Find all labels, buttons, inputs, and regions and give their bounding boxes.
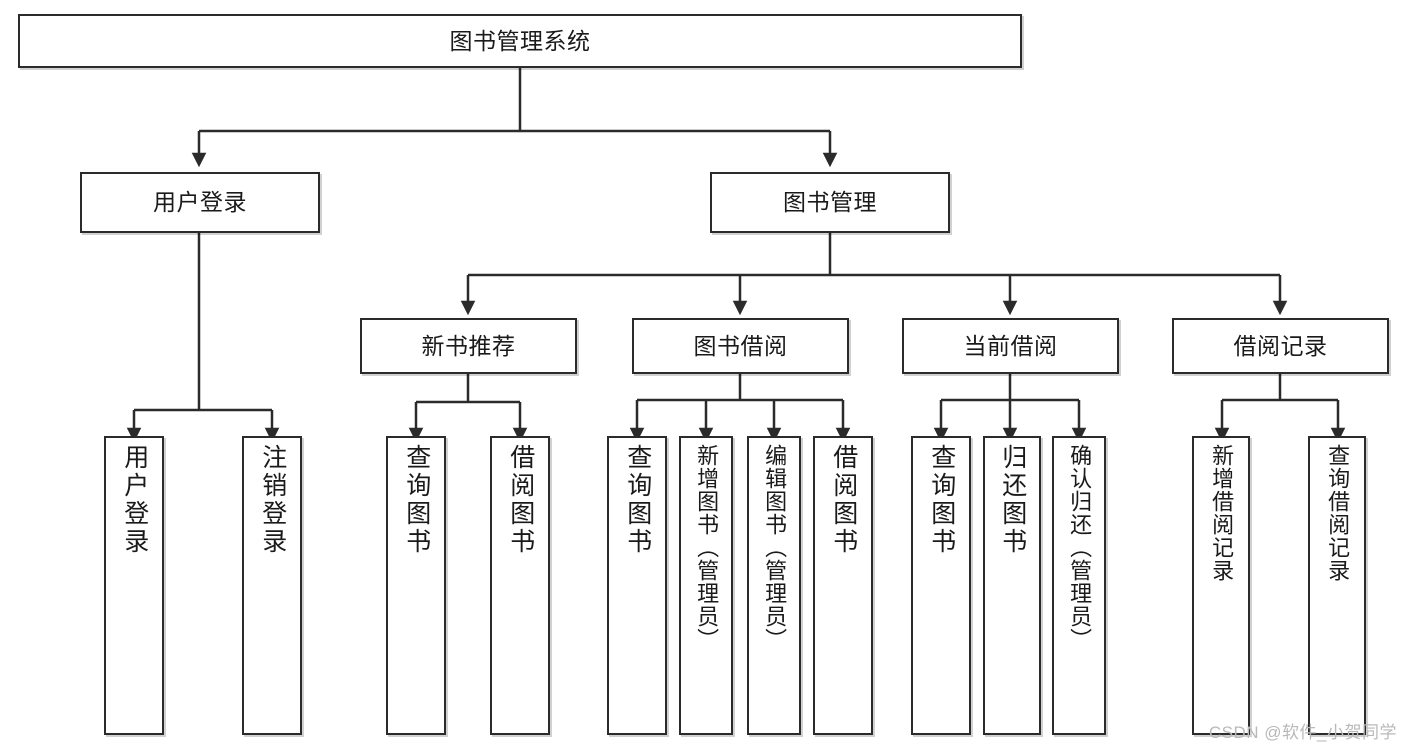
node-book-borrow-label: 图书借阅 [693, 332, 788, 359]
leaf-add-borrow-record[interactable]: 新增借阅记录 [1192, 436, 1250, 735]
leaf-return-book[interactable]: 归还图书 [983, 436, 1041, 735]
leaf-logout-login[interactable]: 注销登录 [242, 436, 302, 735]
leaf-add-borrow-record-label: 新增借阅记录 [1209, 444, 1235, 582]
leaf-edit-book-label: 编辑图书（管理员） [762, 444, 788, 651]
leaf-query-book-1[interactable]: 查询图书 [386, 436, 446, 735]
leaf-query-borrow-record[interactable]: 查询借阅记录 [1308, 436, 1366, 735]
node-book-management-label: 图书管理 [783, 189, 877, 216]
leaf-borrow-book-1-label: 借阅图书 [506, 444, 535, 556]
node-book-borrow[interactable]: 图书借阅 [632, 318, 849, 374]
node-borrow-record-label: 借阅记录 [1233, 332, 1328, 359]
leaf-user-login[interactable]: 用户登录 [104, 436, 164, 735]
csdn-watermark: CSDN @软件_小贺同学 [1208, 723, 1397, 742]
leaf-add-book[interactable]: 新增图书（管理员） [679, 436, 733, 735]
leaf-user-login-label: 用户登录 [120, 444, 149, 556]
leaf-borrow-book-2[interactable]: 借阅图书 [813, 436, 873, 735]
leaf-query-book-2-label: 查询图书 [623, 444, 652, 556]
node-current-borrow-label: 当前借阅 [963, 332, 1058, 359]
leaf-confirm-return-label: 确认归还（管理员） [1067, 444, 1093, 651]
leaf-borrow-book-1[interactable]: 借阅图书 [490, 436, 550, 735]
node-borrow-record[interactable]: 借阅记录 [1172, 318, 1389, 374]
leaf-add-book-label: 新增图书（管理员） [694, 444, 720, 651]
leaf-query-book-3-label: 查询图书 [927, 444, 956, 556]
node-new-book-recommend-label: 新书推荐 [421, 332, 516, 359]
leaf-logout-login-label: 注销登录 [258, 444, 287, 556]
node-user-login[interactable]: 用户登录 [80, 172, 320, 233]
leaf-confirm-return[interactable]: 确认归还（管理员） [1052, 436, 1106, 735]
node-user-login-label: 用户登录 [153, 189, 247, 216]
leaf-return-book-label: 归还图书 [998, 444, 1027, 556]
leaf-borrow-book-2-label: 借阅图书 [829, 444, 858, 556]
leaf-query-book-3[interactable]: 查询图书 [911, 436, 971, 735]
leaf-edit-book[interactable]: 编辑图书（管理员） [747, 436, 801, 735]
node-current-borrow[interactable]: 当前借阅 [902, 318, 1119, 374]
leaf-query-book-1-label: 查询图书 [402, 444, 431, 556]
leaf-query-book-2[interactable]: 查询图书 [607, 436, 667, 735]
node-book-management[interactable]: 图书管理 [710, 172, 950, 233]
node-root[interactable]: 图书管理系统 [18, 14, 1022, 68]
node-new-book-recommend[interactable]: 新书推荐 [360, 318, 577, 374]
leaf-query-borrow-record-label: 查询借阅记录 [1325, 444, 1351, 582]
node-root-label: 图书管理系统 [449, 27, 591, 54]
